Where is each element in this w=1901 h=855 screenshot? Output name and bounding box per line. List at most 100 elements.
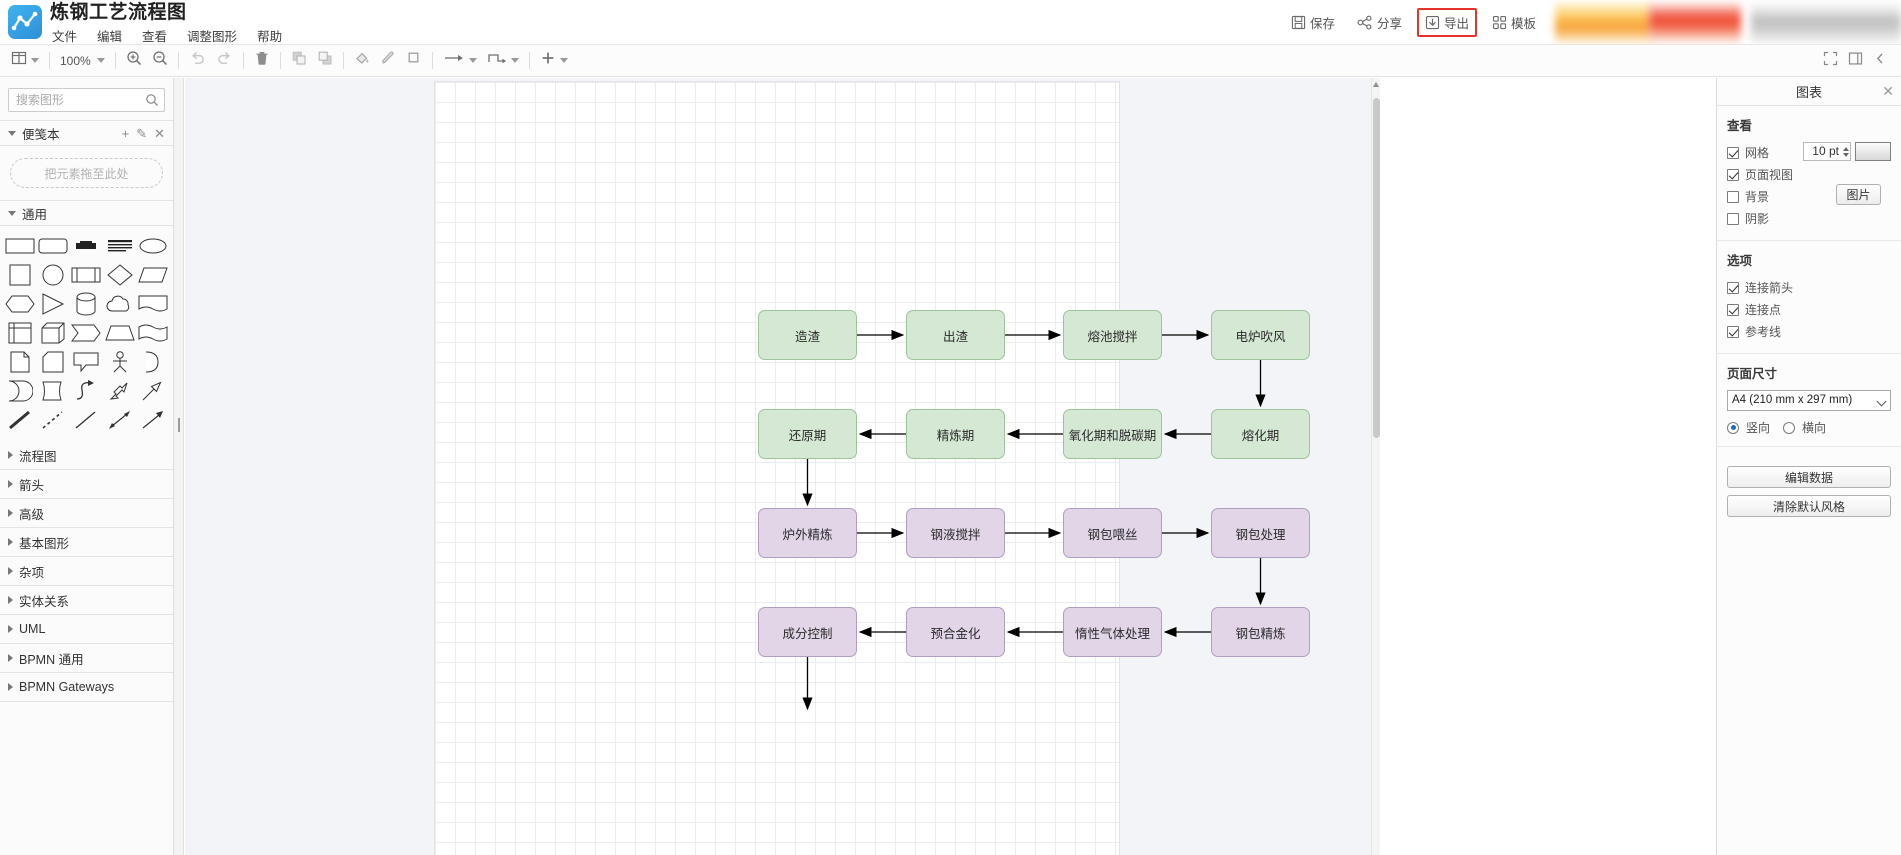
export-button[interactable]: 导出 (1416, 8, 1477, 37)
shape-ellipse[interactable] (138, 232, 169, 259)
shape-data-storage[interactable] (4, 377, 35, 404)
shape-step[interactable] (71, 319, 102, 346)
shape-internal-storage[interactable] (4, 319, 35, 346)
scrollbar-thumb[interactable] (1373, 98, 1380, 438)
shape-text[interactable] (71, 232, 102, 259)
category-advanced[interactable]: 高级 (0, 499, 173, 528)
send-to-back-button[interactable] (312, 49, 338, 73)
collapse-panel-button[interactable] (1868, 49, 1893, 73)
shape-tape[interactable] (138, 319, 169, 346)
diagram-node[interactable]: 造渣 (758, 310, 857, 360)
zoom-out-button[interactable] (147, 49, 173, 73)
grid-size-stepper[interactable] (1842, 142, 1851, 161)
edit-icon[interactable]: ✎ (136, 125, 148, 141)
shape-arrow[interactable] (138, 377, 169, 404)
redo-button[interactable] (211, 49, 238, 73)
page-view-checkbox[interactable] (1727, 168, 1739, 181)
scratchpad-section-header[interactable]: 便笺本 + ✎ ✕ (0, 120, 173, 146)
shape-document[interactable] (138, 290, 169, 317)
shape-line[interactable] (71, 406, 102, 433)
shape-triangle[interactable] (37, 290, 68, 317)
diagram-node[interactable]: 熔化期 (1211, 409, 1310, 459)
diagram-node[interactable]: 钢液搅拌 (906, 508, 1005, 558)
diagram-node[interactable]: 成分控制 (758, 607, 857, 657)
shape-hexagon[interactable] (4, 290, 35, 317)
grid-size-input[interactable]: 10 pt (1803, 142, 1843, 161)
diagram-node[interactable]: 钢包精炼 (1211, 607, 1310, 657)
shape-or[interactable] (138, 348, 169, 375)
menu-file[interactable]: 文件 (52, 30, 78, 44)
clear-default-style-button[interactable]: 清除默认风格 (1727, 495, 1891, 517)
diagram-node[interactable]: 钢包喂丝 (1063, 508, 1162, 558)
category-flowchart[interactable]: 流程图 (0, 441, 173, 470)
grid-color-swatch[interactable] (1855, 142, 1891, 161)
bring-to-front-button[interactable] (286, 49, 312, 73)
panel-splitter[interactable] (174, 78, 184, 855)
shadow-button[interactable] (401, 49, 427, 73)
shape-square[interactable] (4, 261, 35, 288)
view-layout-button[interactable] (6, 49, 44, 73)
shape-textbox[interactable] (104, 232, 135, 259)
shape-callout[interactable] (71, 348, 102, 375)
shape-trapezoid[interactable] (104, 319, 135, 346)
shape-process[interactable] (71, 261, 102, 288)
scratchpad-dropzone[interactable]: 把元素拖至此处 (10, 158, 163, 188)
shape-actor[interactable] (104, 348, 135, 375)
grid-checkbox[interactable] (1727, 146, 1739, 159)
shape-circle[interactable] (37, 261, 68, 288)
diagram-node[interactable]: 精炼期 (906, 409, 1005, 459)
general-section-header[interactable]: 通用 (0, 200, 173, 226)
search-input[interactable] (9, 89, 164, 111)
shape-double-arrow[interactable] (104, 377, 135, 404)
shape-parallelogram[interactable] (138, 261, 169, 288)
scroll-up-icon[interactable] (1373, 82, 1379, 87)
shape-bidirectional-arrow-line[interactable] (104, 406, 135, 433)
shape-thick-line[interactable] (4, 406, 35, 433)
waypoints-dropdown[interactable] (482, 49, 524, 73)
template-button[interactable]: 模板 (1485, 8, 1543, 37)
background-image-button[interactable]: 图片 (1836, 184, 1881, 205)
diagram-node[interactable]: 电炉吹风 (1211, 310, 1310, 360)
menu-help[interactable]: 帮助 (257, 30, 283, 44)
share-button[interactable]: 分享 (1350, 8, 1409, 37)
edit-data-button[interactable]: 编辑数据 (1727, 466, 1891, 488)
fill-color-button[interactable] (349, 49, 375, 73)
canvas-vertical-scrollbar[interactable] (1371, 78, 1380, 855)
search-box[interactable] (8, 88, 165, 112)
menu-edit[interactable]: 编辑 (97, 30, 123, 44)
category-bpmn-gateways[interactable]: BPMN Gateways (0, 673, 173, 702)
category-basic-shapes[interactable]: 基本图形 (0, 528, 173, 557)
add-icon[interactable]: + (121, 125, 130, 141)
category-entity-relation[interactable]: 实体关系 (0, 586, 173, 615)
category-bpmn-general[interactable]: BPMN 通用 (0, 644, 173, 673)
shape-cylinder[interactable] (71, 290, 102, 317)
shape-cube[interactable] (37, 319, 68, 346)
diagram-node[interactable]: 炉外精炼 (758, 508, 857, 558)
delete-button[interactable] (249, 49, 275, 73)
undo-button[interactable] (184, 49, 211, 73)
shape-arrow-line[interactable] (138, 406, 169, 433)
format-panel-toggle[interactable] (1843, 49, 1868, 73)
guides-checkbox[interactable] (1727, 325, 1739, 338)
diagram-node[interactable]: 还原期 (758, 409, 857, 459)
menu-arrange[interactable]: 调整图形 (187, 30, 238, 44)
connection-points-checkbox[interactable] (1727, 303, 1739, 316)
shape-curve-arrow[interactable] (71, 377, 102, 404)
page-size-select[interactable]: A4 (210 mm x 297 mm) (1727, 390, 1891, 411)
background-checkbox[interactable] (1727, 190, 1739, 203)
shape-rounded-rectangle[interactable] (37, 232, 68, 259)
splitter-grip[interactable] (178, 418, 180, 432)
diagram-node[interactable]: 钢包处理 (1211, 508, 1310, 558)
shape-delay[interactable] (37, 377, 68, 404)
connection-arrows-checkbox[interactable] (1727, 281, 1739, 294)
fullscreen-button[interactable] (1818, 49, 1843, 73)
diagram-canvas[interactable]: 造渣出渣熔池搅拌电炉吹风熔化期氧化期和脱碳期精炼期还原期炉外精炼钢液搅拌钢包喂丝… (185, 78, 1380, 855)
zoom-level-dropdown[interactable]: 100% (55, 49, 110, 73)
shape-card[interactable] (37, 348, 68, 375)
shadow-checkbox[interactable] (1727, 212, 1739, 225)
menu-view[interactable]: 查看 (142, 30, 168, 44)
shape-cloud[interactable] (104, 290, 135, 317)
shape-note[interactable] (4, 348, 35, 375)
line-color-button[interactable] (375, 49, 401, 73)
shape-dashed-line[interactable] (37, 406, 68, 433)
